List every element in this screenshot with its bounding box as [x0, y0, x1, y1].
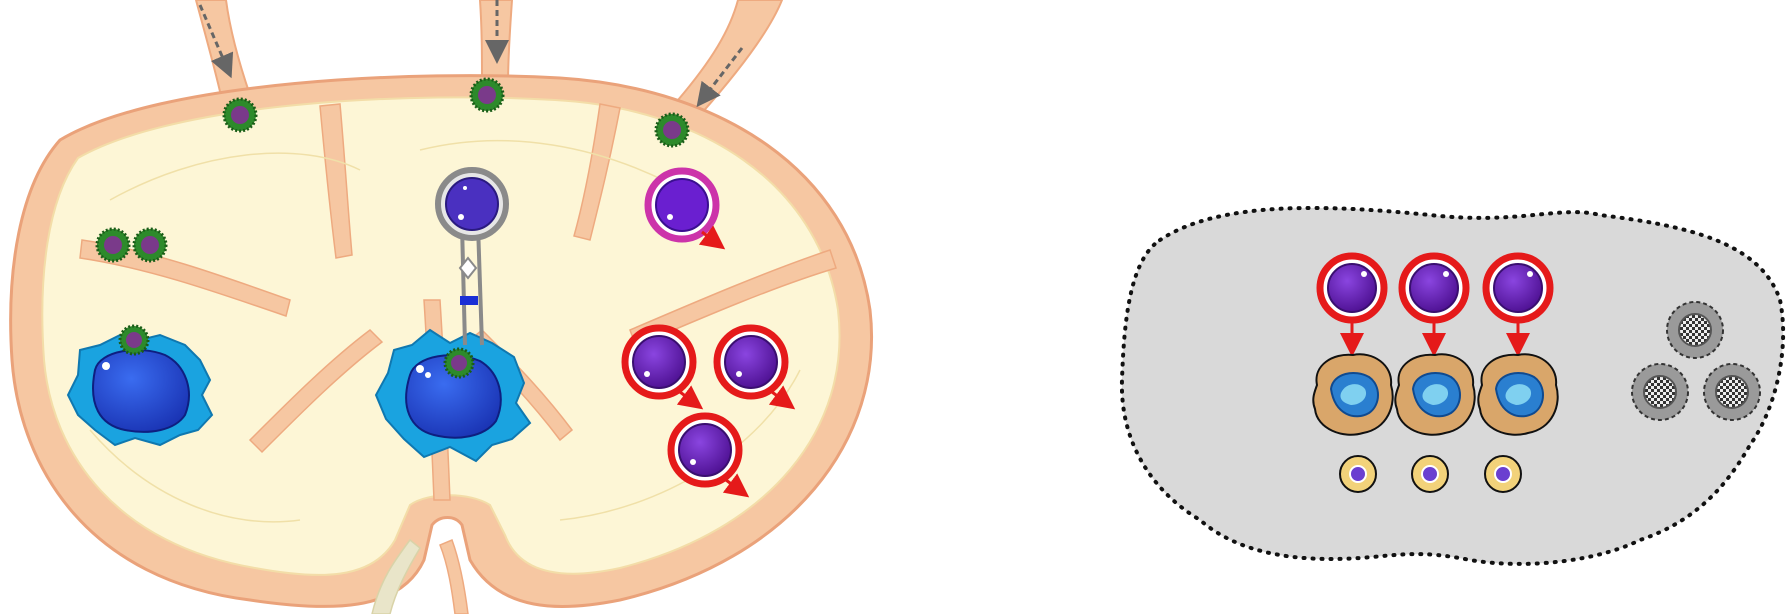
- cytotoxic-attack: [1312, 252, 1559, 436]
- tcr: [460, 296, 478, 305]
- migration-arrow: [768, 385, 796, 410]
- lymph-node: [9, 0, 873, 614]
- activated-t-cell: [667, 412, 743, 488]
- effector-t-cell: [1398, 252, 1470, 324]
- peripheral-tissue: [1119, 205, 1786, 566]
- target-cell: [1477, 353, 1559, 436]
- afferent-vessel: [676, 0, 784, 117]
- activated-t-cell: [713, 324, 789, 400]
- target-cell: [1312, 353, 1394, 436]
- target-cell: [1394, 353, 1476, 436]
- flow-arrow: [198, 4, 234, 79]
- dying-cell: [1631, 363, 1689, 421]
- migration-arrow: [676, 385, 704, 410]
- virion: [95, 227, 131, 263]
- dying-cell: [1703, 363, 1761, 421]
- hilum-vessel: [439, 539, 469, 614]
- small-cell: [1339, 455, 1377, 493]
- memory-t-cell: [644, 167, 726, 250]
- virion: [654, 112, 690, 148]
- hilum: [371, 538, 469, 614]
- dendritic-cell: [66, 324, 214, 447]
- virions: [95, 77, 690, 263]
- activated-t-cells: [621, 324, 796, 498]
- effector-t-cell: [1482, 252, 1554, 324]
- mhc-complex: [458, 256, 478, 280]
- flow-arrow: [696, 47, 744, 108]
- migration-arrow: [722, 473, 750, 498]
- naive-t-cell: [435, 167, 509, 241]
- lymph-flow-arrows: [198, 0, 744, 108]
- activated-t-cell: [621, 324, 697, 400]
- virion: [222, 97, 258, 133]
- migration-arrow: [698, 225, 726, 250]
- virion: [118, 324, 150, 356]
- efferent-vessel: [371, 538, 421, 614]
- virion: [443, 347, 475, 379]
- virion: [469, 77, 505, 113]
- small-cell: [1484, 455, 1522, 493]
- dendritic-cell: [374, 328, 532, 463]
- tcr-mhc-interaction: [458, 224, 484, 346]
- dying-cells: [1631, 301, 1761, 421]
- virion: [132, 227, 168, 263]
- small-cells: [1339, 455, 1522, 493]
- effector-t-cell: [1316, 252, 1388, 324]
- dying-cell: [1666, 301, 1724, 359]
- small-cell: [1411, 455, 1449, 493]
